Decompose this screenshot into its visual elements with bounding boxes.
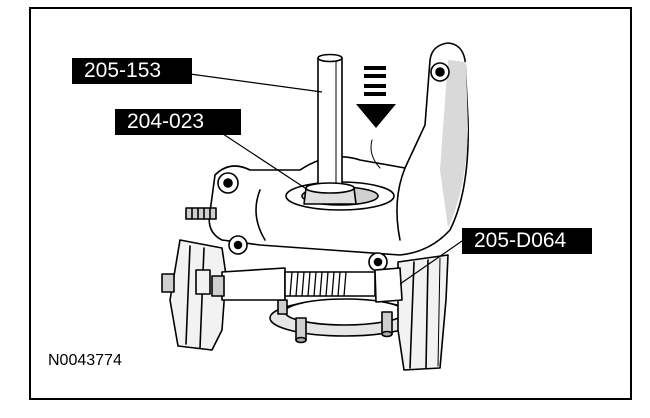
figure-id-label: N0043774 — [48, 352, 122, 369]
press-direction-arrow-icon — [356, 66, 396, 128]
leader-204-023 — [216, 129, 309, 191]
clamp-right-leg — [397, 254, 449, 371]
figure-border — [29, 7, 632, 400]
clamp-left-leg — [169, 239, 227, 351]
hub-assembly — [269, 298, 421, 344]
side-bolt — [185, 207, 217, 220]
shaft-tool-205-153 — [317, 53, 343, 191]
callout-205-d064: 205-D064 — [462, 228, 592, 254]
callout-205-153: 205-153 — [72, 58, 192, 84]
callout-204-023: 204-023 — [115, 109, 241, 135]
clamp-tool-205-d064 — [161, 267, 403, 303]
leader-205-d064 — [399, 240, 463, 285]
adapter-tool-204-023 — [303, 182, 357, 205]
leader-205-153 — [167, 70, 323, 93]
callout-leaders — [167, 70, 463, 285]
